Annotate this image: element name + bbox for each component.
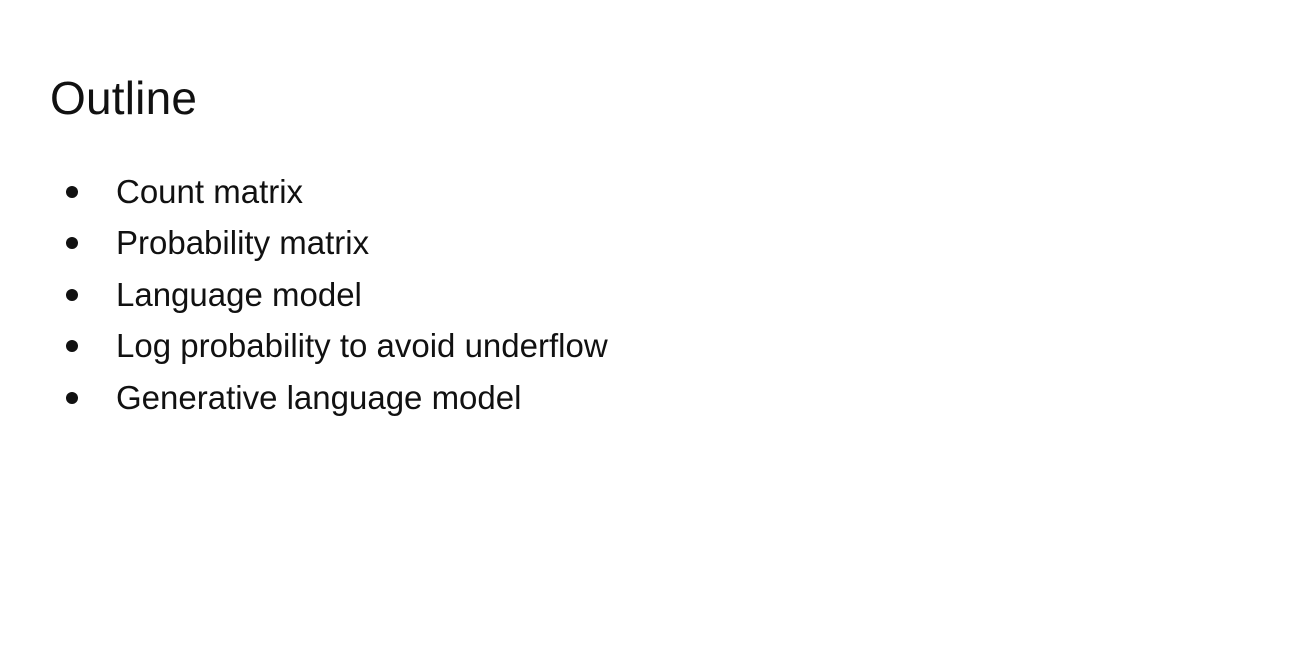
list-item: Probability matrix: [62, 218, 608, 270]
list-item-text: Log probability to avoid underflow: [116, 327, 608, 365]
list-item: Count matrix: [62, 166, 608, 218]
bullet-icon: [66, 237, 78, 250]
list-item: Language model: [62, 269, 608, 321]
bullet-icon: [66, 185, 78, 198]
list-item-text: Probability matrix: [116, 224, 370, 262]
outline-list: Count matrix Probability matrix Language…: [62, 166, 608, 424]
slide-title: Outline: [50, 72, 198, 124]
list-item-text: Count matrix: [116, 172, 304, 210]
bullet-icon: [66, 288, 78, 301]
list-item-text: Language model: [116, 275, 362, 313]
list-item: Generative language model: [62, 372, 608, 424]
bullet-icon: [66, 391, 78, 404]
bullet-icon: [66, 340, 78, 353]
list-item-text: Generative language model: [116, 378, 522, 416]
list-item: Log probability to avoid underflow: [62, 321, 608, 373]
